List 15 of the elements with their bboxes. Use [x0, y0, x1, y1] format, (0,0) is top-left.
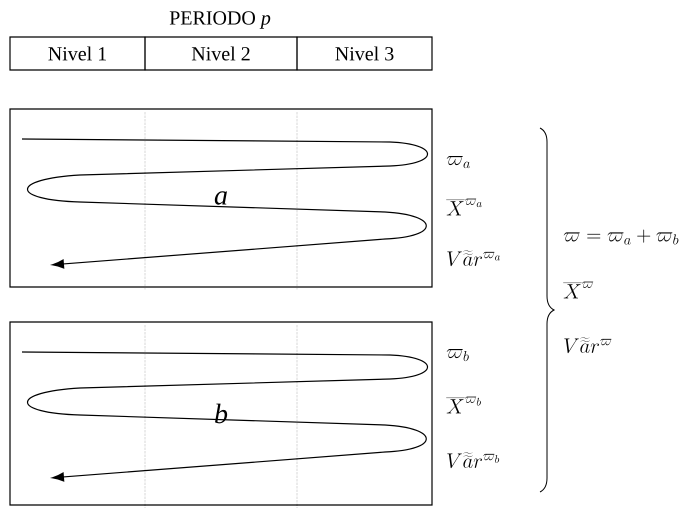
- title: PERIODO p: [170, 11, 270, 29]
- formula-label: $\overline{X}^{\varpi_a}$: [446, 198, 482, 216]
- formula-label: $V\widetilde{\widetilde{a}}r^{\varpi_b}$: [447, 452, 500, 468]
- formula-label: $V\widetilde{\widetilde{a}}r^{\varpi_a}$: [447, 250, 500, 266]
- formula-label: $\varpi_a$: [446, 156, 470, 168]
- panel-box: b: [9, 321, 433, 506]
- formula-label: $\overline{X}^{\varpi_b}$: [446, 396, 481, 414]
- formula-label: $\varpi_b$: [446, 348, 469, 362]
- table-cell: Nivel 2: [144, 36, 298, 71]
- table-cell: Nivel 1: [9, 36, 146, 71]
- formula-label: $\overline{X}^{\varpi}$: [563, 282, 594, 298]
- table-cell: Nivel 3: [296, 36, 433, 71]
- panel-box: a: [9, 108, 433, 288]
- formula-label: $\varpi = \varpi_a + \varpi_b$: [564, 230, 678, 245]
- formula-label: $V\widetilde{\widetilde{a}}r^{\varpi}$: [564, 337, 612, 354]
